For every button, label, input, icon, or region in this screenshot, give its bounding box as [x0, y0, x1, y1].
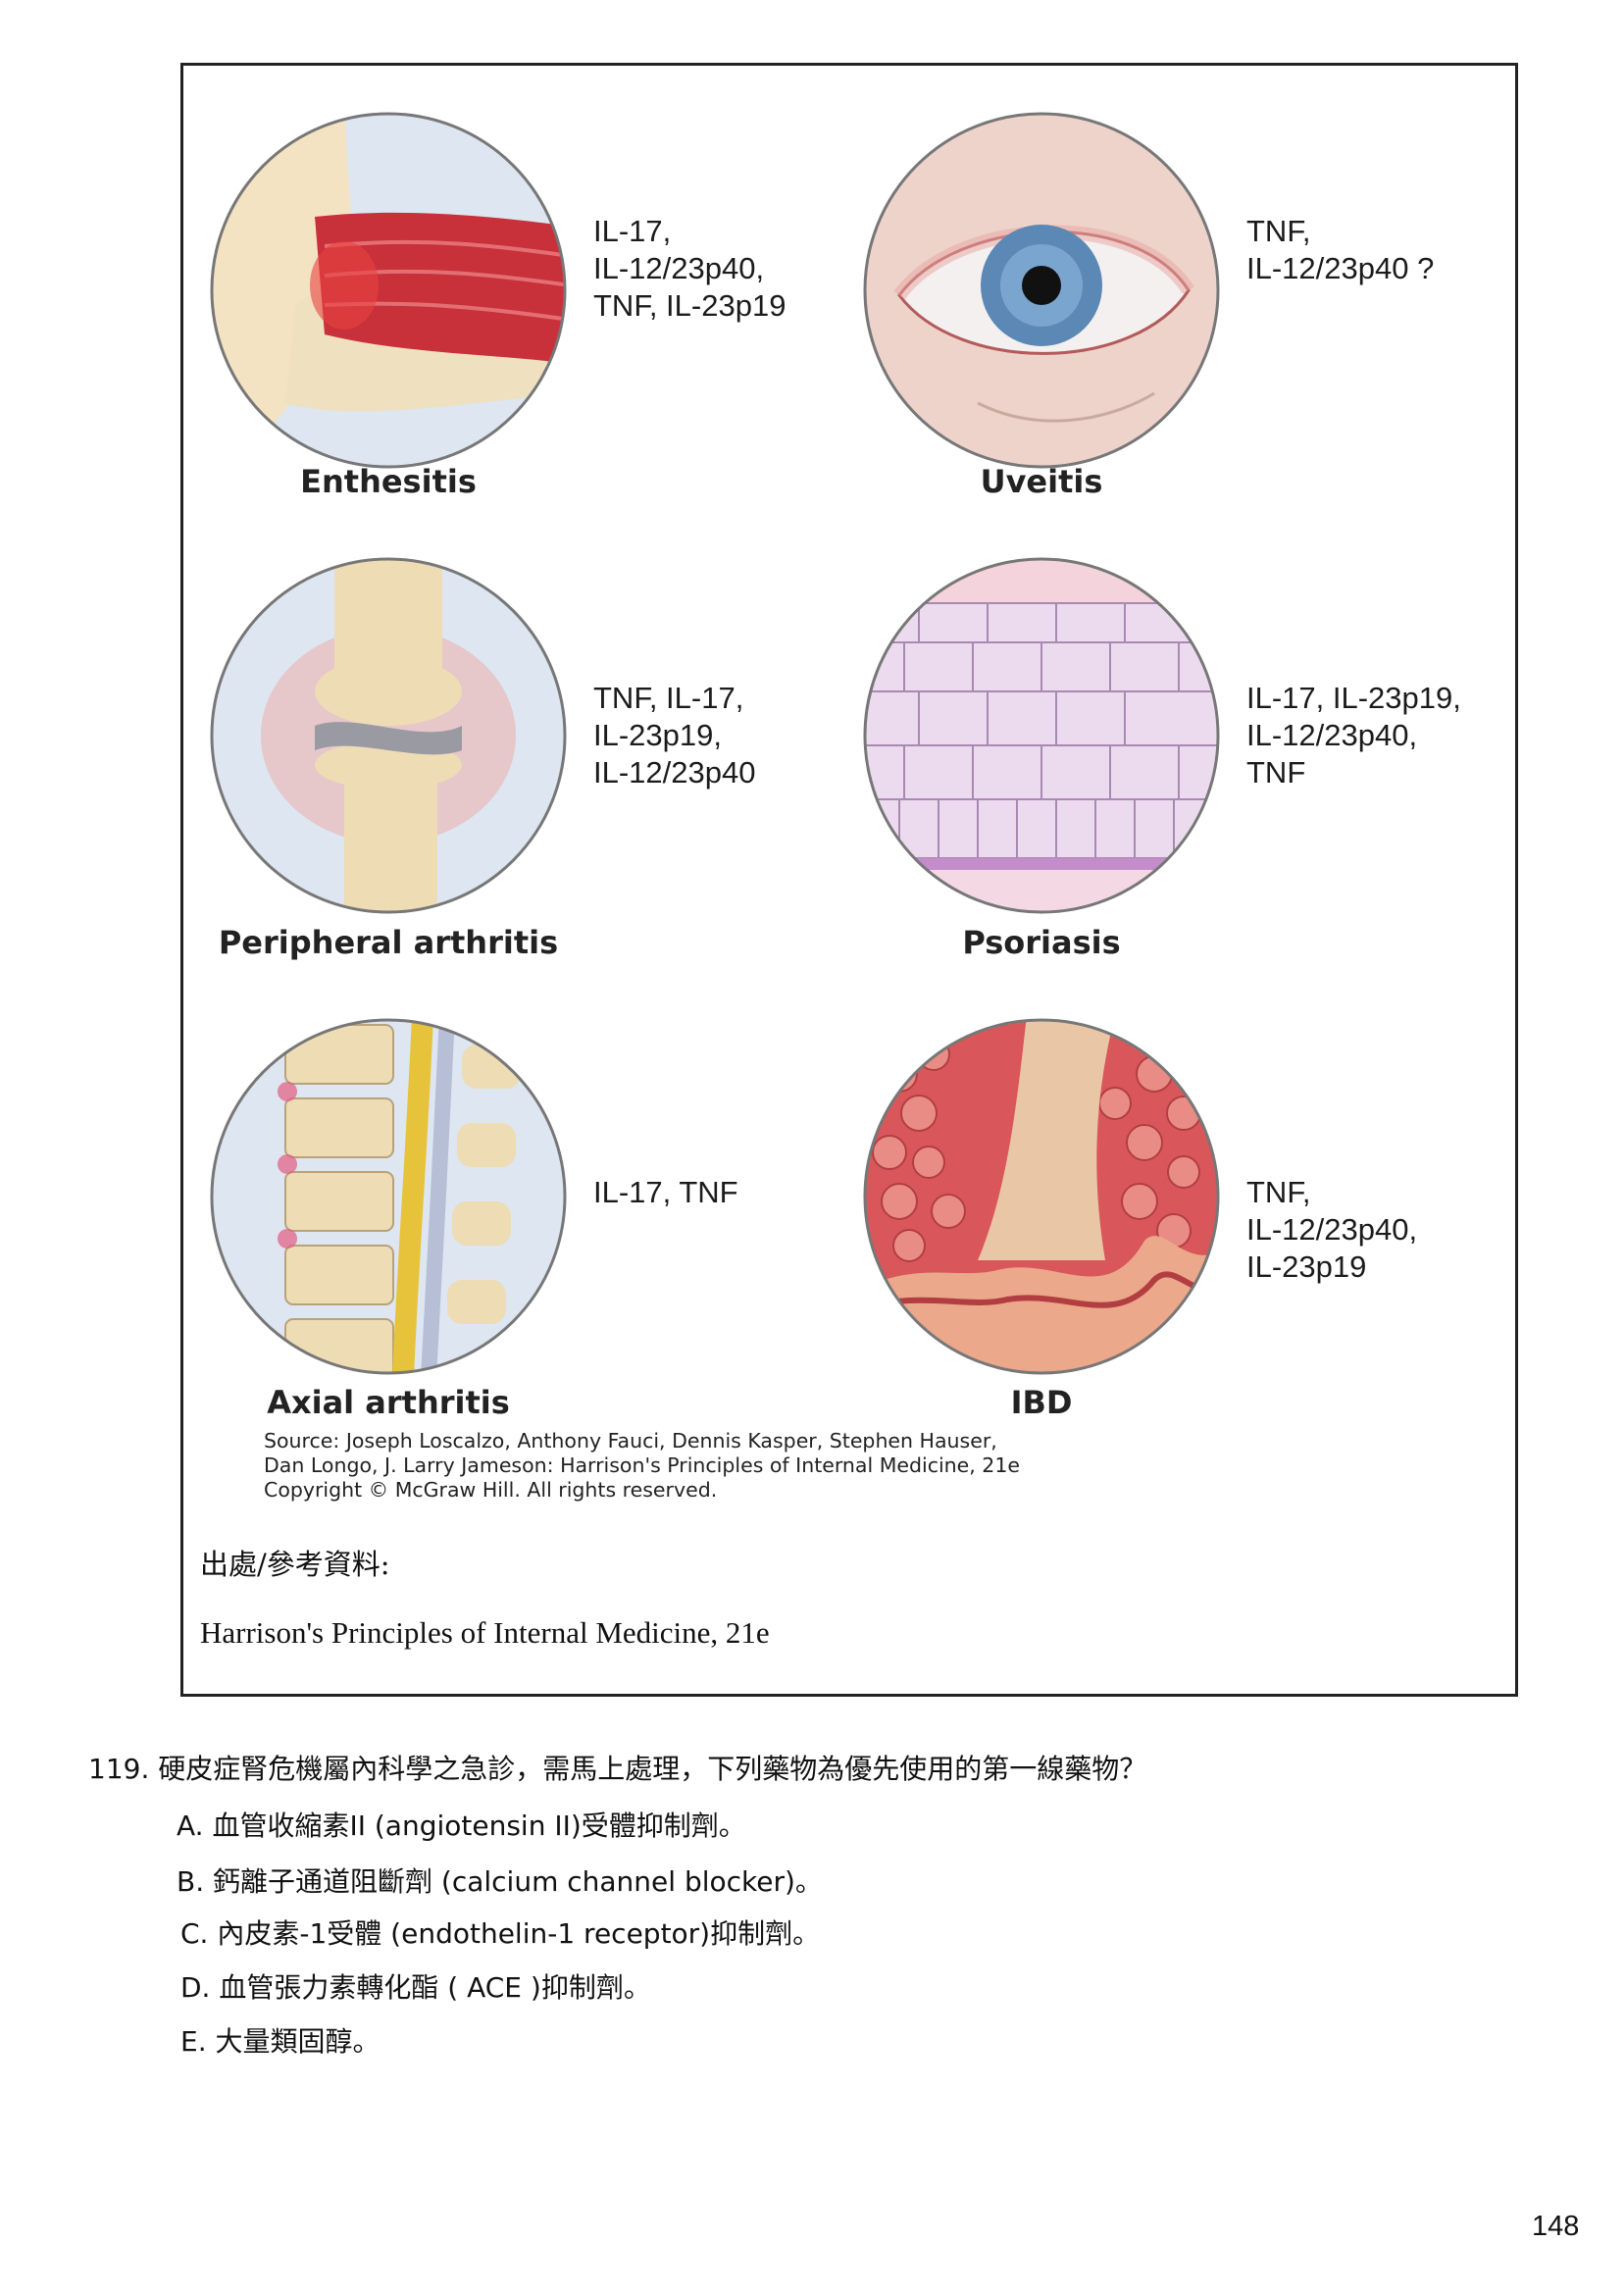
enthesitis-label: Enthesitis — [300, 463, 477, 500]
figure-source-credit: Source: Joseph Loscalzo, Anthony Fauci, … — [264, 1429, 1020, 1503]
source-line: Dan Longo, J. Larry Jameson: Harrison's … — [264, 1453, 1021, 1477]
option-a: A. 血管收縮素II (angiotensin II)受體抑制劑。 — [177, 1810, 746, 1842]
reference-label: 出處/參考資料: — [200, 1548, 390, 1581]
page-number: 148 — [1532, 2211, 1580, 2242]
reference-text: Harrison's Principles of Internal Medici… — [200, 1615, 770, 1650]
ibd-cytokines: TNF, IL-12/23p40, IL-23p19 — [1246, 1175, 1418, 1284]
axial-arthritis-cytokines: IL-17, TNF — [593, 1175, 738, 1209]
peripheral-arthritis-cytokines: TNF, IL-17, IL-23p19, IL-12/23p40 — [593, 681, 756, 790]
option-d: D. 血管張力素轉化酯 ( ACE )抑制劑。 — [180, 1971, 651, 2004]
figure-box: IL-17, IL-12/23p40, TNF, IL-23p19 Enthes… — [180, 63, 1518, 1697]
axial-arthritis-illustration — [210, 1018, 567, 1375]
enthesitis-cytokines: IL-17, IL-12/23p40, TNF, IL-23p19 — [593, 214, 787, 323]
uveitis-label: Uveitis — [980, 463, 1103, 500]
peripheral-arthritis-label: Peripheral arthritis — [218, 924, 559, 961]
option-b: B. 鈣離子通道阻斷劑 (calcium channel blocker)。 — [177, 1865, 823, 1898]
ibd-illustration — [863, 1018, 1220, 1375]
question-stem: 119. 硬皮症腎危機屬內科學之急診，需馬上處理，下列藥物為優先使用的第一線藥物… — [88, 1753, 1147, 1785]
peripheral-arthritis-illustration — [210, 557, 567, 914]
uveitis-cytokines: TNF, IL-12/23p40 ? — [1246, 214, 1435, 285]
psoriasis-cytokines: IL-17, IL-23p19, IL-12/23p40, TNF — [1246, 681, 1461, 790]
axial-arthritis-label: Axial arthritis — [267, 1384, 510, 1421]
psoriasis-label: Psoriasis — [962, 924, 1121, 961]
option-e: E. 大量類固醇。 — [180, 2025, 381, 2058]
source-line: Source: Joseph Loscalzo, Anthony Fauci, … — [264, 1429, 997, 1453]
ibd-label: IBD — [1010, 1384, 1073, 1421]
psoriasis-illustration — [863, 557, 1220, 914]
uveitis-illustration — [863, 112, 1220, 469]
option-c: C. 內皮素-1受體 (endothelin-1 receptor)抑制劑。 — [180, 1917, 821, 1950]
source-line: Copyright © McGraw Hill. All rights rese… — [264, 1478, 718, 1502]
enthesitis-illustration — [210, 112, 567, 469]
